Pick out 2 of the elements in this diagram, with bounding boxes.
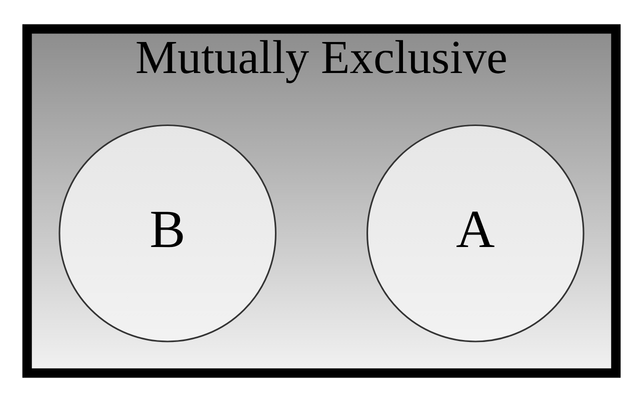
node-circle: B: [58, 124, 277, 342]
node-circle: A: [366, 124, 584, 342]
